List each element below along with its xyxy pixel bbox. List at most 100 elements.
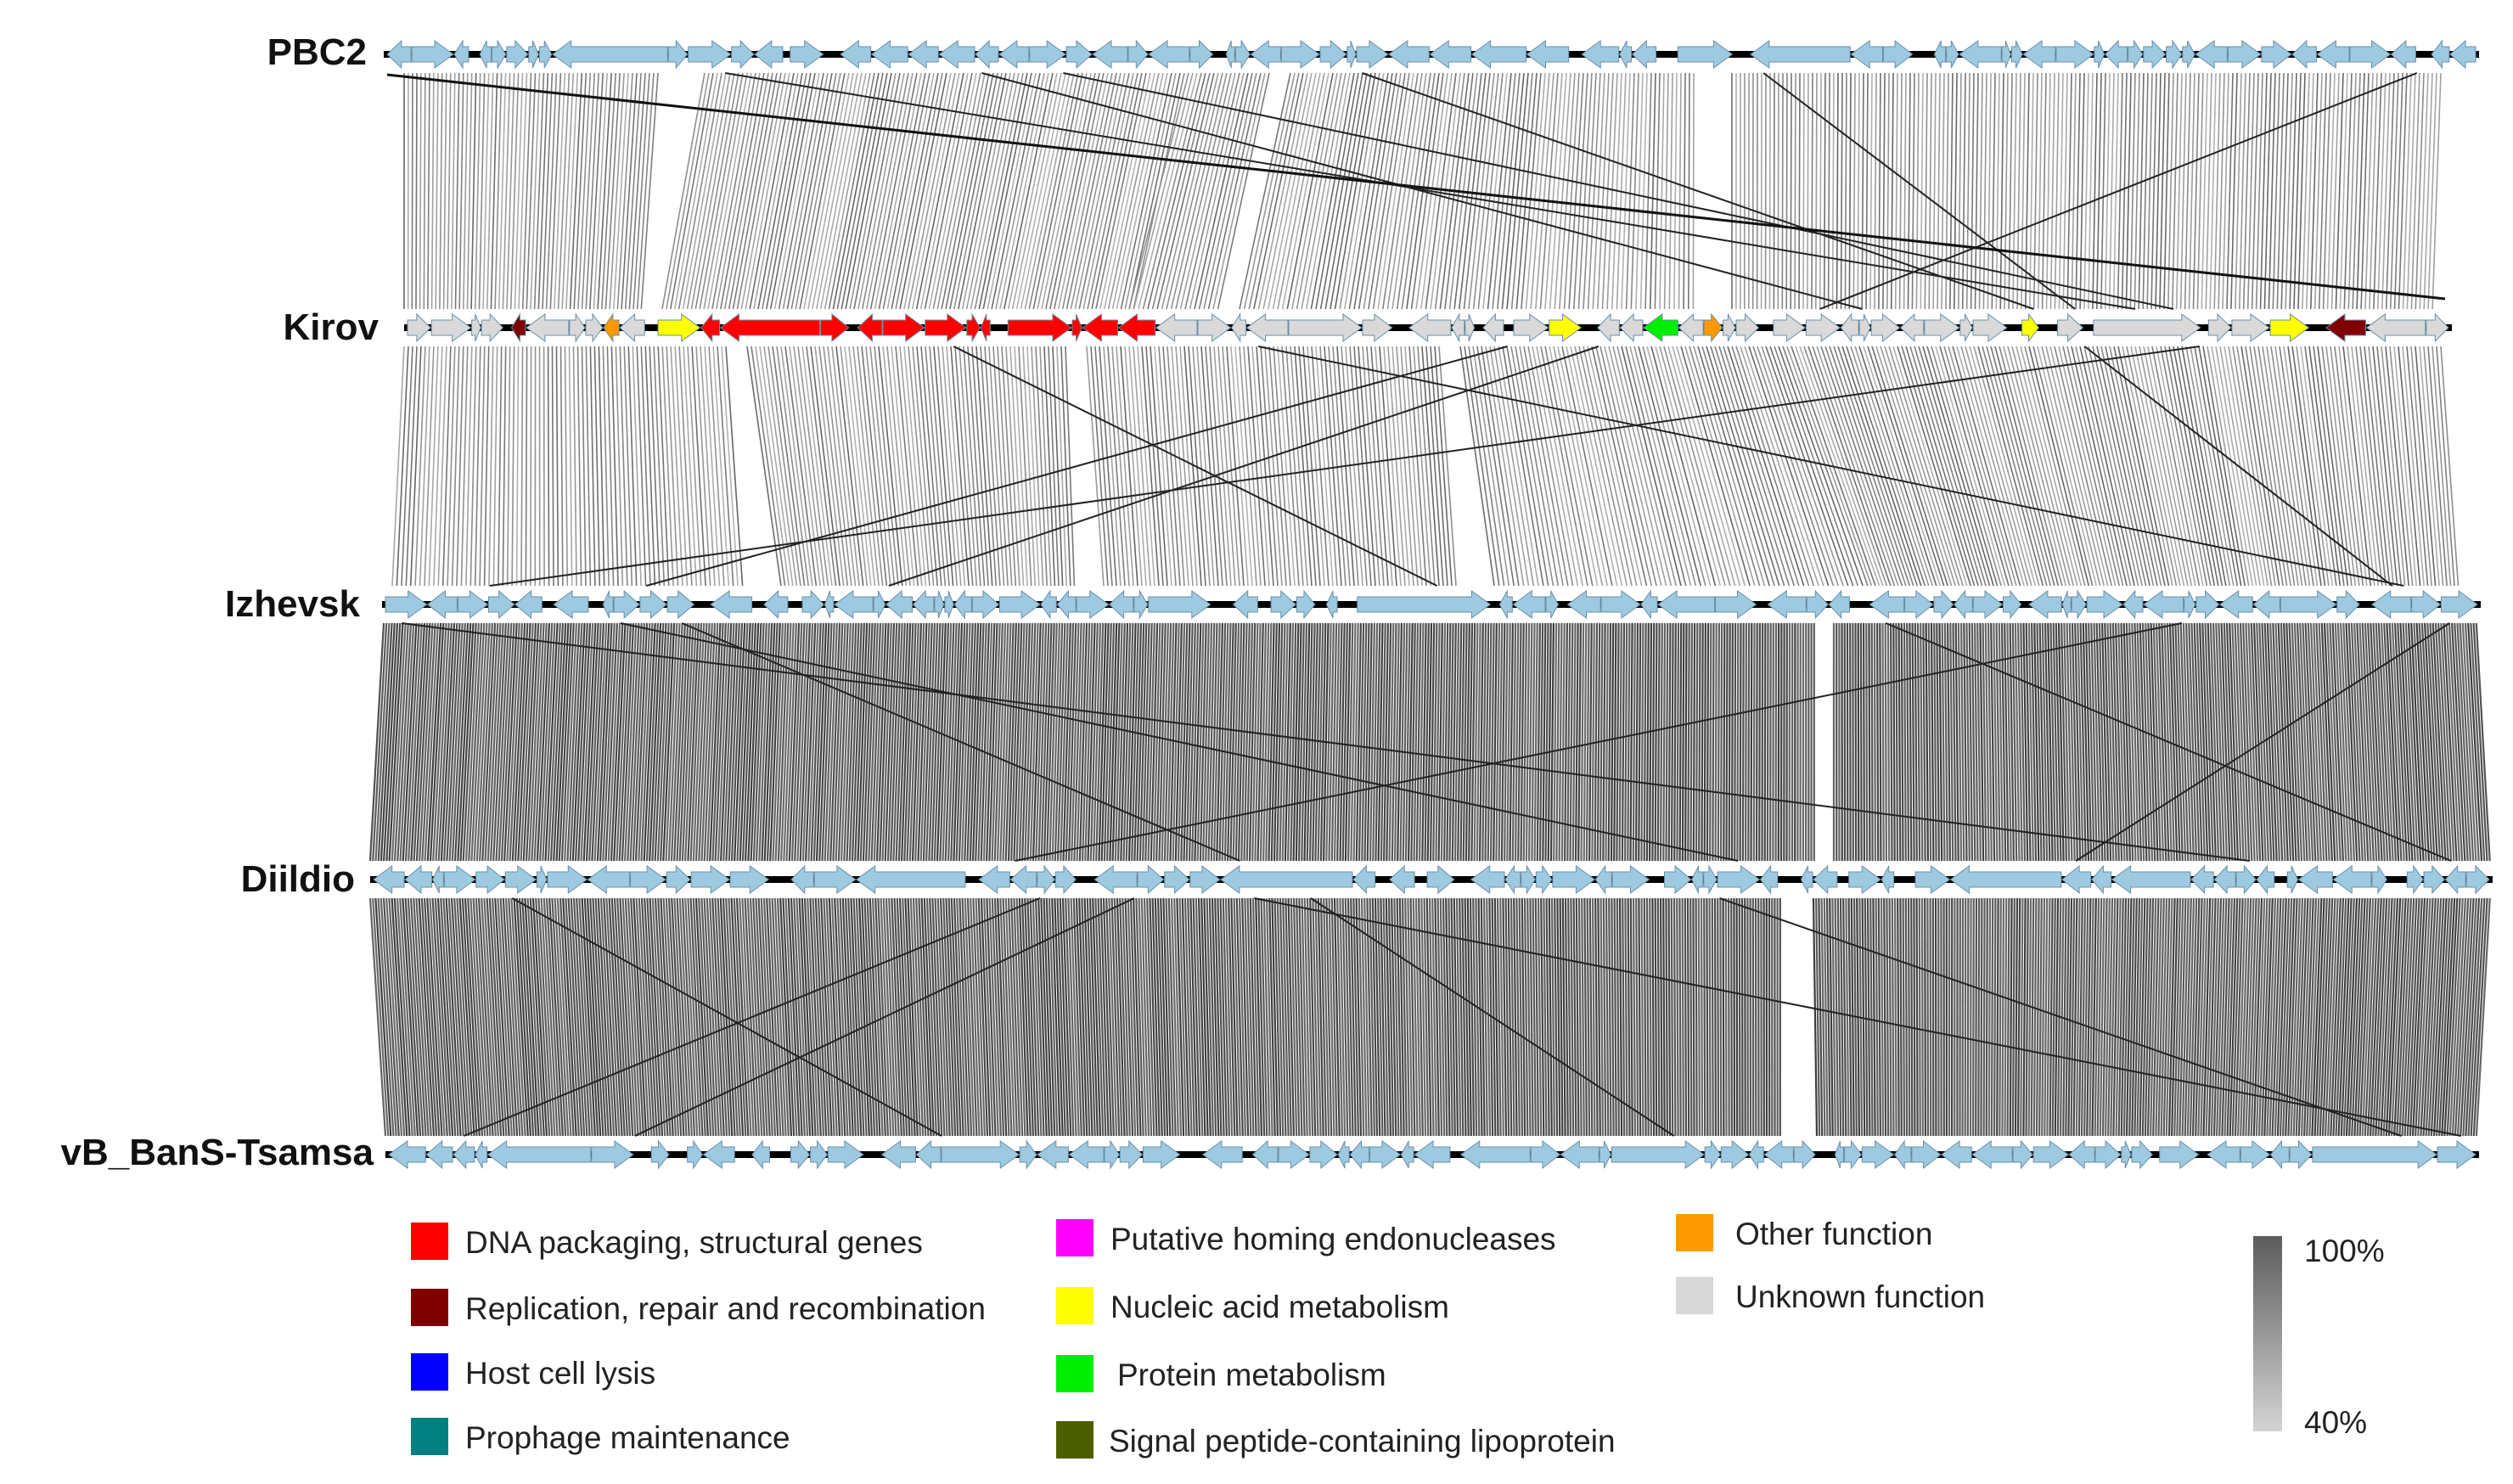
gene-arrow [2440,590,2478,619]
synteny-link [1914,346,1987,587]
synteny-link [585,346,592,587]
synteny-link [1099,346,1117,587]
identity-scale-max-label: 100% [2304,1234,2385,1268]
synteny-link [1213,346,1232,587]
synteny-link [1307,346,1325,587]
synteny-link [691,346,706,587]
synteny-link [1501,72,1525,310]
synteny-link [2134,897,2141,1137]
synteny-link [1336,897,1343,1137]
gene-arrow [1657,590,1715,619]
synteny-link [1372,622,1379,862]
synteny-link [922,622,933,862]
gene-arrow [2426,312,2449,343]
synteny-link [1199,622,1207,862]
synteny-link [885,897,897,1137]
synteny-link [2196,72,2204,310]
synteny-link [1635,897,1639,1137]
synteny-link [1561,897,1566,1137]
synteny-link [2417,897,2431,1137]
gene-arrow [426,589,458,620]
synteny-link [2096,346,2150,587]
synteny-link [740,72,786,310]
gene-arrow [1037,1140,1069,1169]
synteny-link [2167,897,2176,1137]
synteny-link [1291,72,1338,310]
synteny-link [1131,622,1139,862]
synteny-link [945,72,994,310]
synteny-link [1504,622,1509,862]
synteny-link [2304,622,2317,862]
legend-swatch-replication [411,1289,448,1326]
synteny-link [1109,622,1118,862]
synteny-link [920,897,932,1137]
synteny-link [862,72,909,310]
synteny-link [2245,897,2255,1137]
synteny-link [1432,622,1438,862]
synteny-link [1616,346,1677,587]
synteny-link [678,346,693,587]
genome-label-kirov: Kirov [284,306,379,348]
synteny-link [545,72,558,310]
synteny-link [956,897,967,1137]
synteny-link [429,622,445,862]
synteny-link [933,346,954,587]
synteny-link [1536,622,1541,862]
synteny-link [2245,346,2284,587]
synteny-link [1324,346,1342,587]
synteny-link [1145,346,1164,587]
synteny-link [2174,622,2184,862]
gene-arrow [998,39,1030,70]
gene-arrow [1056,589,1077,620]
gene-arrow [790,40,824,69]
synteny-link [755,346,790,587]
synteny-link [950,346,970,587]
synteny-link [1583,72,1597,310]
synteny-link [1850,346,1930,587]
synteny-link [782,72,829,310]
synteny-link [1607,622,1612,862]
synteny-link [1555,622,1560,862]
synteny-link [2084,622,2093,862]
gene-arrow [2061,864,2092,895]
gene-arrow [690,865,731,894]
synteny-link [847,897,860,1137]
synteny-link [1970,72,1975,310]
synteny-link [1656,622,1661,862]
synteny-link [993,622,1004,862]
synteny-link [1996,897,1999,1137]
synteny-link [1024,622,1034,862]
synteny-link [2358,897,2372,1137]
synteny-link [562,897,577,1137]
synteny-link [749,897,763,1137]
synteny-link [423,72,426,310]
synteny-link [486,72,494,310]
synteny-link [2207,897,2217,1137]
synteny-link [1208,897,1217,1137]
gene-arrow [1029,40,1066,69]
synteny-link [2330,346,2360,587]
synteny-link [1037,897,1048,1137]
synteny-link [2125,72,2132,310]
synteny-link [479,346,486,587]
synteny-link [1847,897,1852,1137]
synteny-link [2415,346,2437,587]
synteny-link [2283,622,2295,862]
synteny-link [1007,897,1018,1137]
gene-arrow [1309,1139,1338,1170]
gene-arrow [411,40,454,69]
synteny-link [1007,622,1017,862]
synteny-link [576,346,582,587]
synteny-link [1197,897,1206,1137]
synteny-link [2389,72,2399,310]
synteny-link [2075,897,2081,1137]
synteny-link [1839,897,1845,1137]
gene-arrow [2370,590,2412,619]
synteny-link [1315,72,1359,310]
synteny-link [1061,72,1113,310]
synteny-link [861,346,888,587]
synteny-link [1311,346,1330,587]
synteny-link [2128,622,2137,862]
synteny-link [1166,72,1223,310]
synteny-link [2291,346,2326,587]
